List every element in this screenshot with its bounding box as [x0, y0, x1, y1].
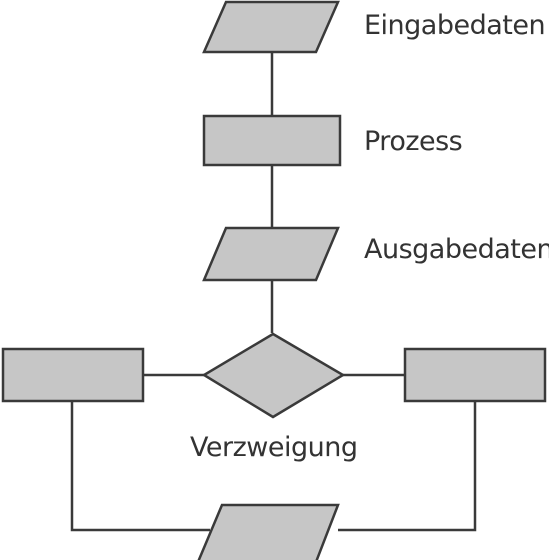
input-data-label: Eingabedaten: [364, 10, 545, 41]
branch-diamond-shape: [201, 332, 346, 419]
branch-label: Verzweigung: [190, 432, 357, 463]
input-data-shape: [202, 0, 340, 54]
merge-data-shape: [197, 503, 340, 560]
right-branch-process-shape: [403, 347, 547, 403]
connector-left-process-to-merge: [70, 401, 210, 532]
output-data-label: Ausgabedaten: [364, 234, 549, 265]
process-label: Prozess: [364, 126, 462, 157]
process-shape: [202, 114, 342, 167]
connector-right-process-to-merge: [338, 401, 477, 532]
output-data-shape: [202, 226, 340, 282]
left-branch-process-shape: [1, 347, 145, 403]
